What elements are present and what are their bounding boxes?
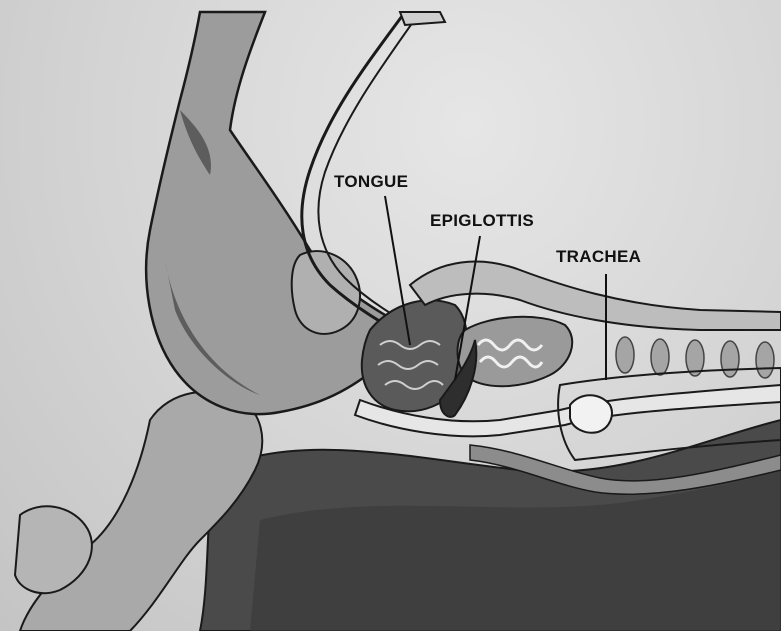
hand-arm bbox=[146, 12, 396, 414]
tube-cap bbox=[400, 12, 445, 25]
epiglottis-label: EPIGLOTTIS bbox=[430, 211, 534, 231]
tube-cuff bbox=[570, 395, 612, 432]
trachea-label: TRACHEA bbox=[556, 247, 641, 267]
tongue-label: TONGUE bbox=[334, 172, 408, 192]
fingers bbox=[292, 251, 360, 334]
